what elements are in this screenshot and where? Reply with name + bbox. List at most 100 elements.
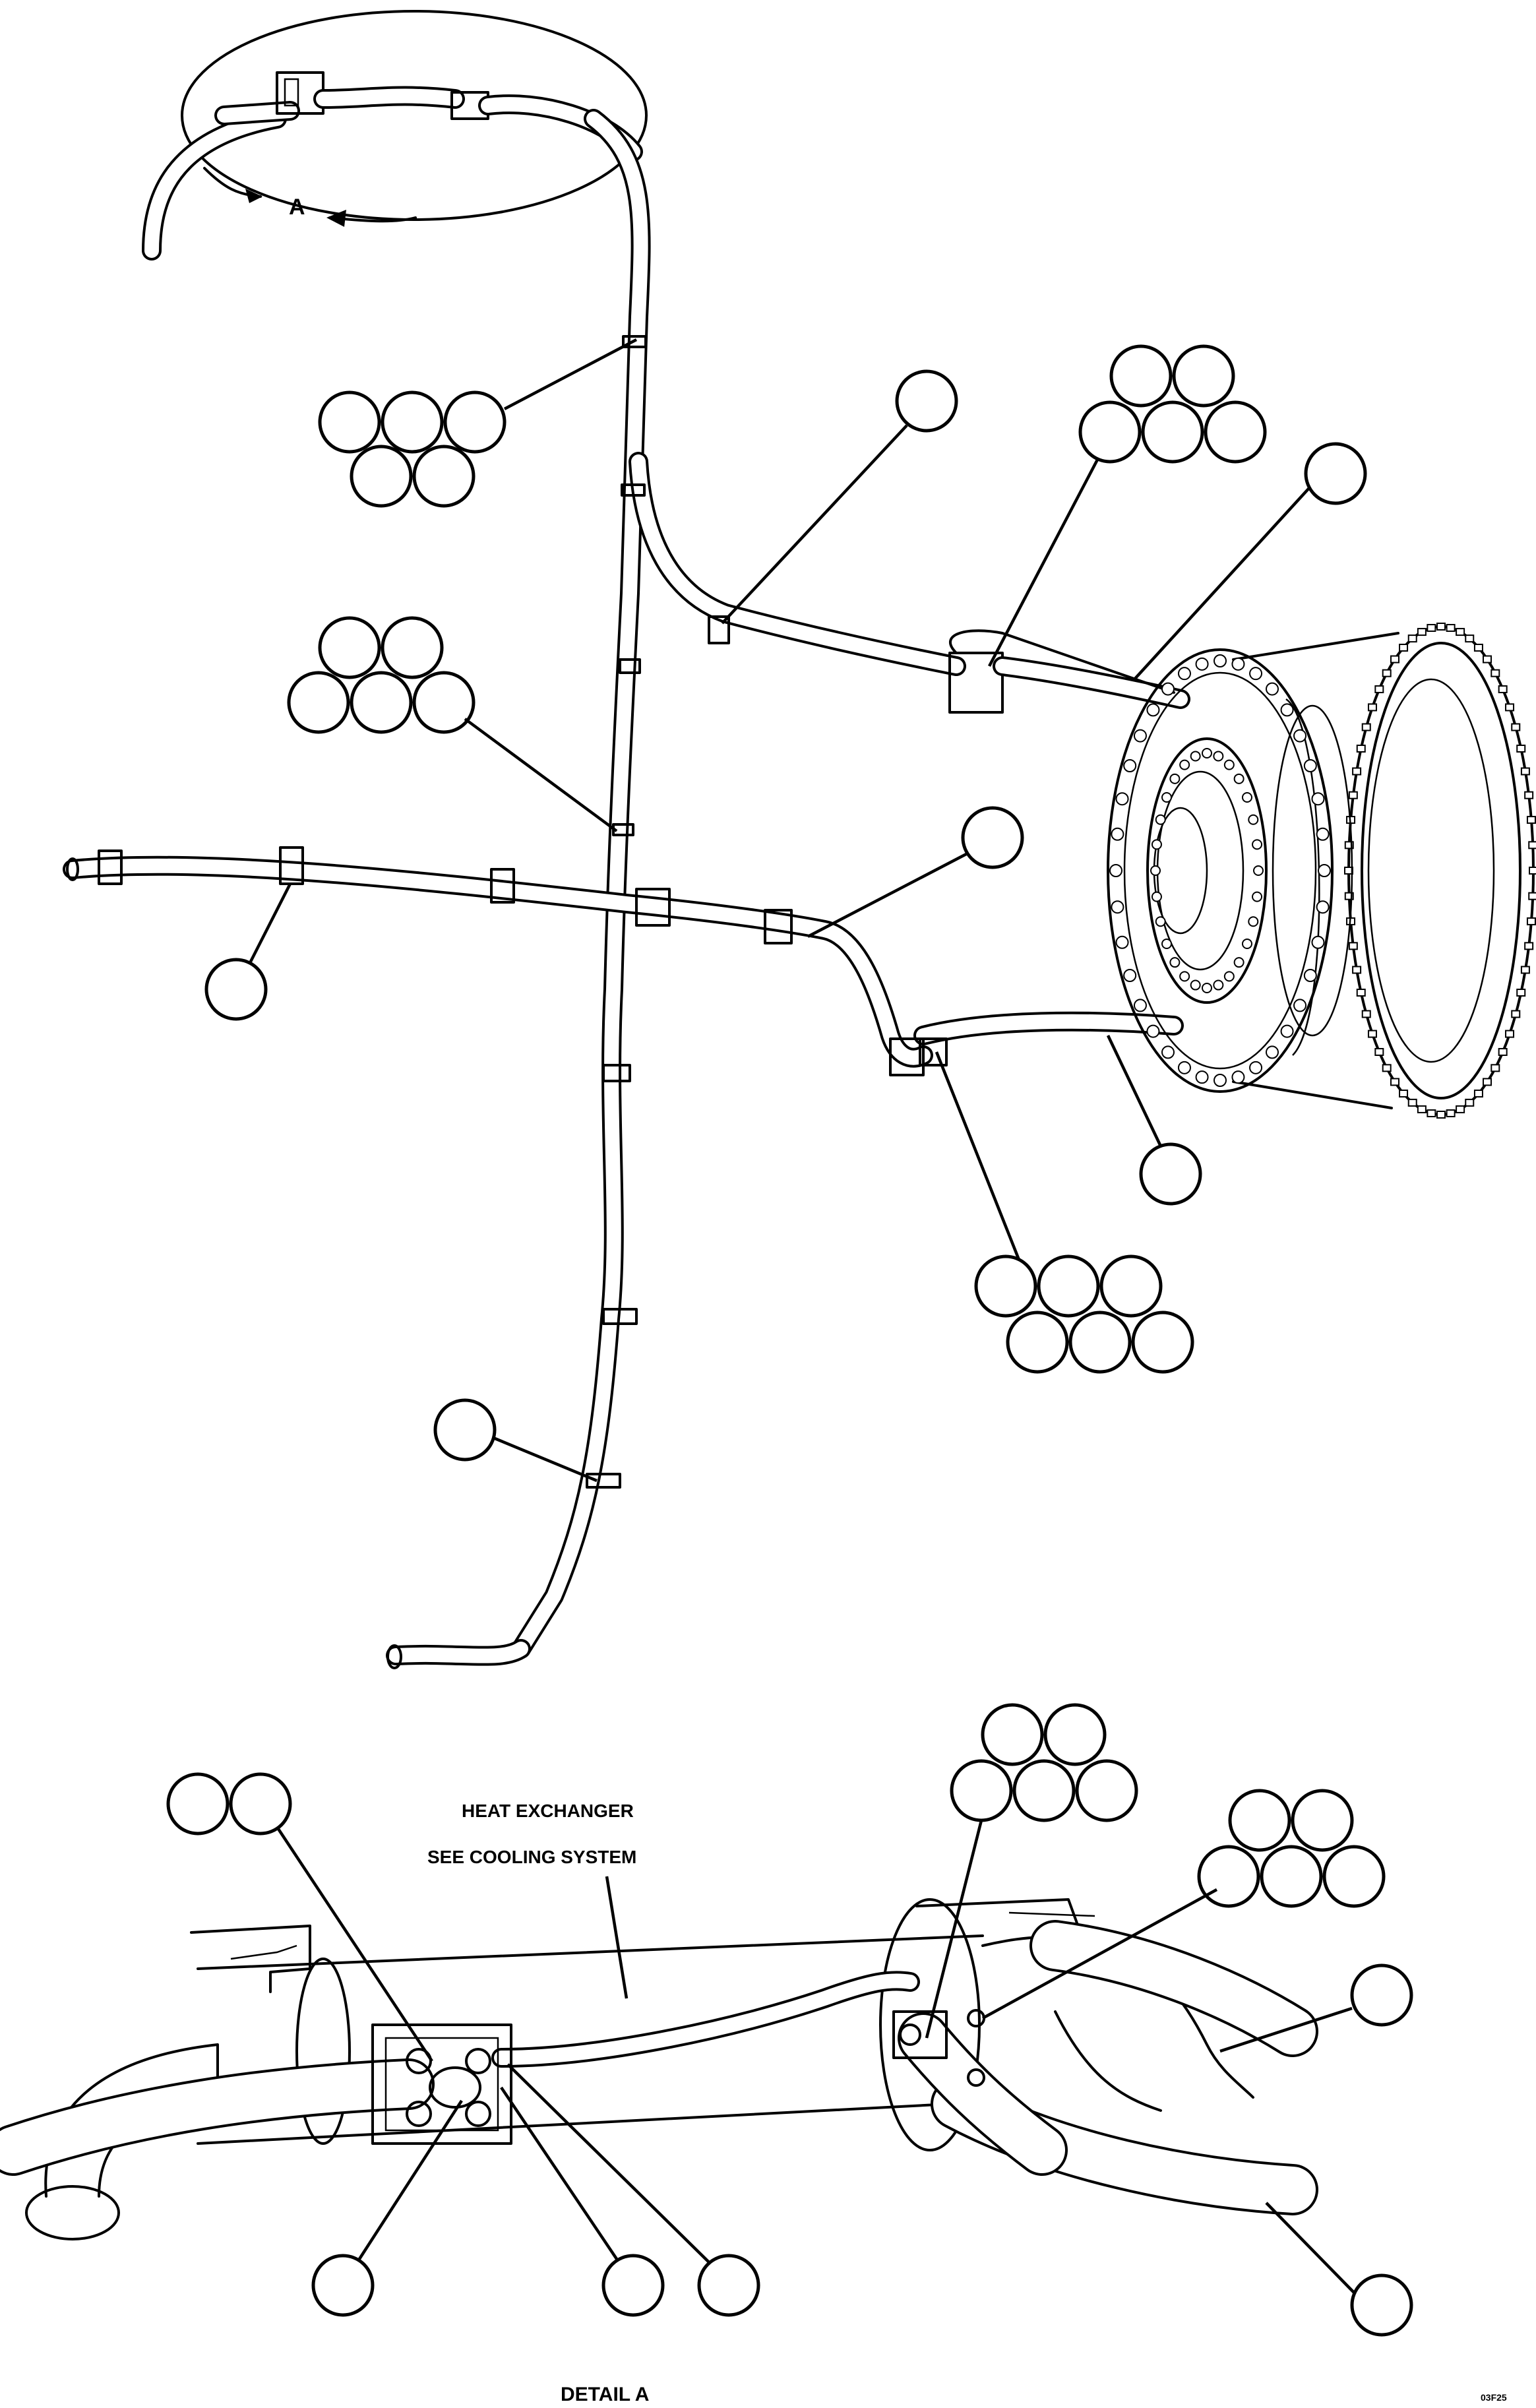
gear-tooth <box>1528 841 1536 849</box>
callout-circle <box>166 1772 230 1836</box>
flange-bolt <box>1161 938 1173 949</box>
gear-tooth <box>1456 628 1465 636</box>
callout-circle <box>229 1772 292 1836</box>
callout-circle <box>318 390 381 454</box>
gear-tooth <box>1483 1078 1492 1086</box>
callout-circle <box>1260 1845 1323 1908</box>
callout-circle <box>1350 1963 1413 2027</box>
flange-bolt <box>1252 891 1263 902</box>
gear-tooth <box>1356 745 1366 753</box>
gear-tooth <box>1407 1098 1417 1107</box>
callout-circle <box>443 390 507 454</box>
flange-bolt <box>1151 891 1162 902</box>
flange-bolt <box>1266 682 1279 696</box>
gear-tooth <box>1344 892 1354 900</box>
heat-exchanger-label: HEAT EXCHANGER <box>462 1801 634 1821</box>
callout-circle <box>1078 400 1142 464</box>
callout-circle <box>311 2254 375 2317</box>
gear-tooth <box>1344 841 1354 849</box>
flange-bolt <box>1293 999 1307 1012</box>
flange-bolt <box>1213 979 1224 991</box>
flange-bolt <box>1202 748 1212 758</box>
gear-tooth <box>1356 989 1366 997</box>
callout-circle <box>1204 400 1267 464</box>
flange-bolt <box>1311 935 1325 949</box>
callout-circle <box>350 445 413 508</box>
flange-bolt <box>1280 1024 1294 1038</box>
gear-tooth <box>1367 1030 1377 1038</box>
detail-a-view: HEAT EXCHANGER SEE COOLING SYSTEM DETAIL… <box>0 1703 1507 2405</box>
flange-bolt <box>1280 703 1294 717</box>
callout-circle <box>1012 1759 1076 1822</box>
callout-circle <box>412 445 476 508</box>
flange-bolt <box>1253 865 1264 876</box>
gear-tooth <box>1436 1111 1446 1119</box>
gear-tooth <box>1524 791 1534 799</box>
gear-tooth <box>1390 655 1399 664</box>
flange-bolt <box>1111 900 1124 914</box>
see-cooling-system-label: SEE COOLING SYSTEM <box>427 1847 636 1867</box>
flange-bolt <box>1233 773 1244 784</box>
flange-bolt <box>1202 983 1212 993</box>
gear-tooth <box>1352 767 1362 776</box>
flange-bolt <box>1179 759 1190 770</box>
flywheel-housing <box>1107 623 1536 1119</box>
gear-tooth <box>1529 867 1536 875</box>
flange-bolt <box>1223 759 1235 770</box>
gear-tooth <box>1498 1047 1508 1056</box>
callout-circle <box>1131 1311 1194 1374</box>
callout-circle <box>1291 1789 1354 1852</box>
flange-bolt <box>1195 657 1209 671</box>
flange-bolt <box>1151 839 1162 850</box>
flange-bolt <box>1248 814 1259 825</box>
callout-circle <box>204 958 268 1021</box>
hose-assembly <box>63 109 1190 1669</box>
callout-circle <box>433 1398 497 1462</box>
gear-tooth <box>1520 767 1530 776</box>
flange-bolt <box>1146 703 1160 717</box>
flange-bolt <box>1303 759 1317 772</box>
gear-tooth <box>1528 892 1536 900</box>
callout-circle <box>412 671 476 734</box>
flange-bolt <box>1109 864 1122 877</box>
gear-tooth <box>1399 1090 1409 1098</box>
callout-circle <box>1172 344 1235 408</box>
gear-tooth <box>1348 942 1358 950</box>
callout-circle <box>1139 1142 1202 1206</box>
gear-tooth <box>1382 1064 1392 1072</box>
gear-tooth <box>1516 745 1526 753</box>
callout-circle <box>1304 442 1367 505</box>
flange-bolt <box>1248 916 1259 927</box>
callout-circle <box>350 671 413 734</box>
callout-circle <box>1099 1254 1163 1318</box>
detail-a-circle: A <box>142 10 648 261</box>
flange-bolt <box>1146 1024 1160 1038</box>
flange-bolt <box>1316 827 1330 841</box>
flange-bolt <box>1252 839 1263 850</box>
flange-bolt <box>1195 1070 1209 1084</box>
flange-bolt <box>1213 751 1224 762</box>
gear-tooth <box>1399 643 1409 652</box>
detail-marker-a: A <box>289 195 305 220</box>
gear-tooth <box>1352 966 1362 974</box>
flange-bolt <box>1223 971 1235 982</box>
arrow-head-icon <box>203 167 417 227</box>
callout-circle <box>1109 344 1173 408</box>
flange-bolt <box>1161 1045 1175 1059</box>
gear-tooth <box>1382 669 1392 677</box>
gear-tooth <box>1446 1109 1456 1117</box>
gear-tooth <box>1516 989 1526 997</box>
callout-circle <box>1141 400 1204 464</box>
gear-tooth <box>1490 669 1500 677</box>
flange-bolt <box>1249 1061 1263 1074</box>
gear-tooth <box>1348 791 1358 799</box>
flange-bolt <box>1233 957 1244 968</box>
flange-bolt <box>1231 657 1245 671</box>
flange-bolt <box>1249 667 1263 681</box>
callout-circle <box>895 369 958 433</box>
flange-bolt <box>1311 792 1325 806</box>
flange-bolt <box>1150 865 1161 876</box>
detail-a-caption: DETAIL A <box>561 2384 649 2405</box>
